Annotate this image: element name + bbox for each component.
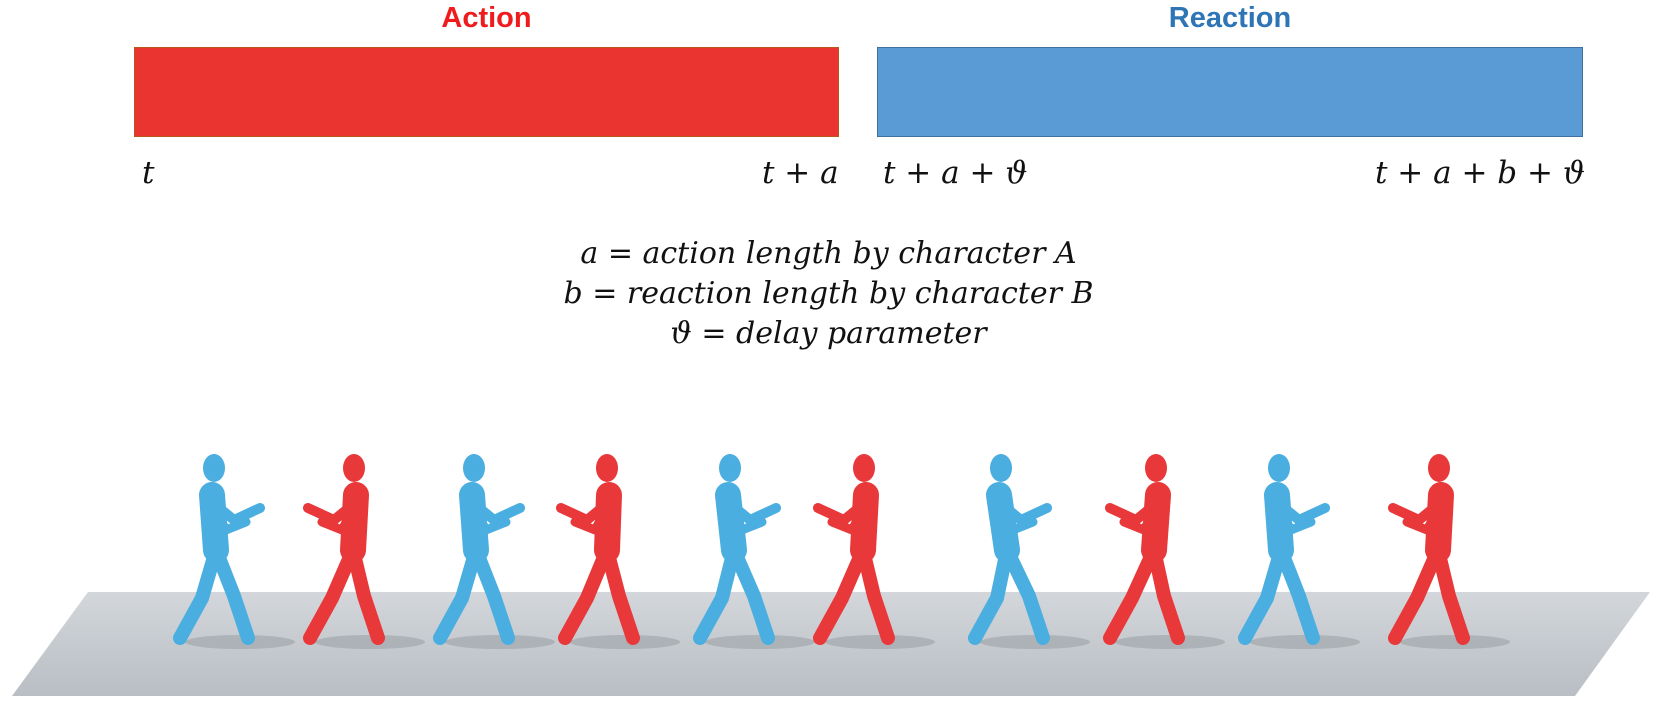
figures-group [173, 454, 1510, 649]
figure-a-4 [1103, 454, 1225, 649]
figure-b-4 [968, 454, 1090, 649]
tick-start: t [142, 155, 155, 191]
definition-b: b = reaction length by character B [563, 276, 1094, 311]
motion-scene [12, 454, 1650, 696]
action-bar [134, 47, 839, 137]
floor-plane [12, 592, 1650, 696]
reaction-label: Reaction [1168, 2, 1292, 34]
figure-a-5 [1388, 454, 1510, 649]
figure-b-1 [173, 454, 295, 649]
tick-reaction-end: t + a + b + ϑ [1375, 155, 1585, 191]
definition-delay: ϑ = delay parameter [670, 316, 987, 351]
tick-action-end: t + a [762, 155, 839, 191]
figure-b-5 [1238, 454, 1360, 649]
figure-a-3 [813, 454, 935, 649]
figure-a-2 [556, 454, 680, 649]
figure-b-3 [693, 454, 815, 649]
definition-a: a = action length by character A [580, 236, 1077, 271]
action-label: Action [441, 2, 532, 34]
figure-b-2 [433, 454, 555, 649]
reaction-bar [877, 47, 1583, 137]
tick-reaction-start: t + a + ϑ [883, 155, 1028, 191]
figure-a-1 [303, 454, 425, 649]
